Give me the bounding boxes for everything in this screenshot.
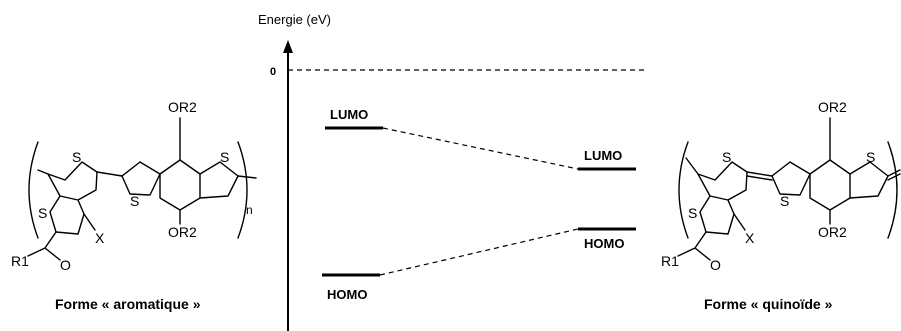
svg-text:R1: R1 <box>661 253 679 269</box>
left-close-bracket <box>237 141 248 239</box>
aromatic-caption: Forme « aromatique » <box>55 296 201 312</box>
svg-text:X: X <box>745 230 755 246</box>
right-open-bracket <box>678 141 689 239</box>
svg-text:S: S <box>130 193 139 209</box>
axis-arrow-icon <box>283 40 293 53</box>
svg-text:S: S <box>780 193 789 209</box>
right-homo-label: HOMO <box>584 236 624 251</box>
svg-text:S: S <box>866 149 875 165</box>
svg-text:X: X <box>95 230 105 246</box>
left-open-bracket <box>28 141 39 239</box>
homo-correlation-line <box>379 228 579 276</box>
zero-label: 0 <box>270 66 276 78</box>
left-homo-label: HOMO <box>327 287 367 302</box>
lumo-correlation-line <box>382 127 579 170</box>
aromatic-structure: S S S S X O R1 OR2 OR2 n <box>11 99 257 273</box>
right-lumo-label: LUMO <box>584 148 622 163</box>
svg-text:S: S <box>722 149 731 165</box>
svg-text:OR2: OR2 <box>168 99 197 115</box>
svg-text:S: S <box>38 205 47 221</box>
svg-text:S: S <box>688 205 697 221</box>
svg-text:OR2: OR2 <box>168 224 197 240</box>
quinoid-structure: S S S S X O R1 OR2 OR2 <box>661 99 901 273</box>
right-close-bracket <box>887 141 898 239</box>
axis-label: Energie (eV) <box>258 12 331 27</box>
svg-text:O: O <box>710 257 721 273</box>
svg-text:O: O <box>60 257 71 273</box>
svg-text:OR2: OR2 <box>818 224 847 240</box>
quinoid-caption: Forme « quinoïde » <box>704 296 833 312</box>
svg-text:S: S <box>72 149 81 165</box>
svg-text:R1: R1 <box>11 253 29 269</box>
svg-text:OR2: OR2 <box>818 99 847 115</box>
svg-text:S: S <box>220 149 229 165</box>
svg-text:n: n <box>246 203 253 217</box>
left-lumo-label: LUMO <box>330 107 368 122</box>
